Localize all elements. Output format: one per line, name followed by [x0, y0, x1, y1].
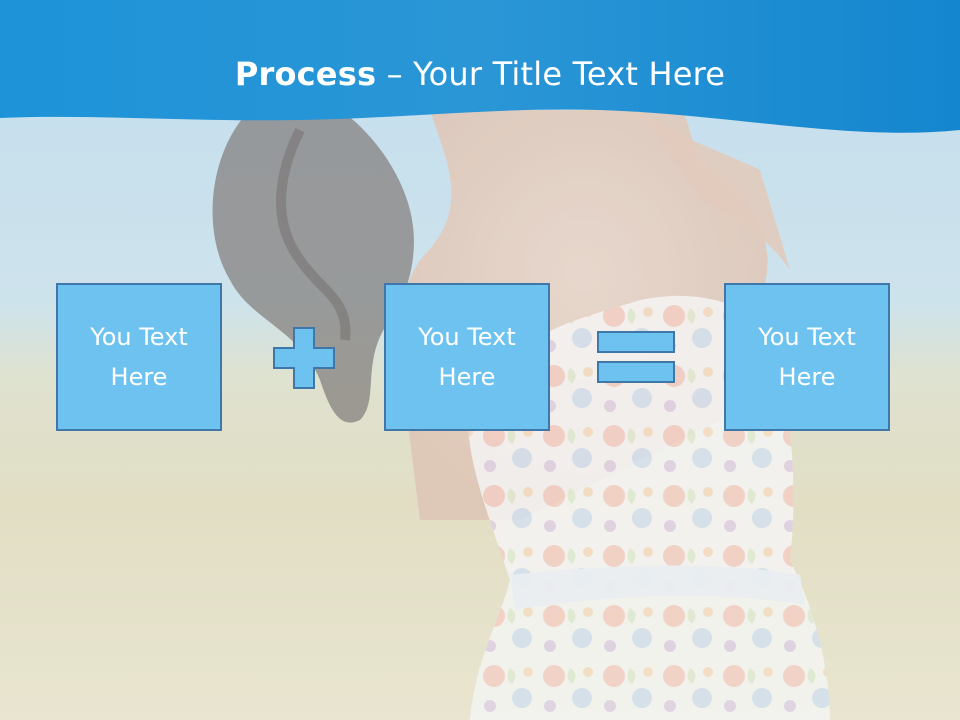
- title-rest: Your Title Text Here: [413, 55, 726, 93]
- process-box-1: You Text Here: [56, 283, 222, 431]
- process-box-1-text: You Text Here: [90, 323, 188, 391]
- title-bold: Process: [234, 55, 377, 93]
- process-box-2-text: You Text Here: [418, 323, 516, 391]
- title-separator: –: [376, 55, 414, 93]
- process-box-3-text: You Text Here: [758, 323, 856, 391]
- slide-title: Process – Your Title Text Here: [0, 50, 960, 98]
- process-box-3: You Text Here: [724, 283, 890, 431]
- process-box-2: You Text Here: [384, 283, 550, 431]
- plus-icon: [273, 327, 335, 389]
- equals-icon: [597, 331, 675, 383]
